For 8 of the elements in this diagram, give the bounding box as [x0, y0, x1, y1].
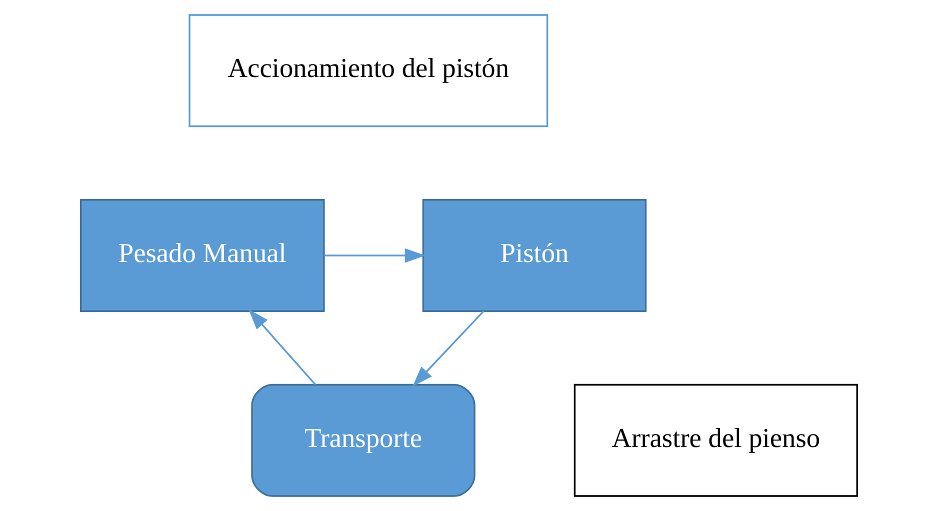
node-box: Transporte: [251, 384, 476, 497]
node-box: Accionamiento del pistón: [188, 14, 548, 128]
node-box: Pistón: [422, 199, 647, 312]
arrow: [324, 248, 426, 263]
arrow: [412, 310, 484, 386]
node-box: Pesado Manual: [80, 199, 325, 312]
node-box: Arrastre del pienso: [574, 384, 858, 497]
arrow: [248, 309, 316, 386]
